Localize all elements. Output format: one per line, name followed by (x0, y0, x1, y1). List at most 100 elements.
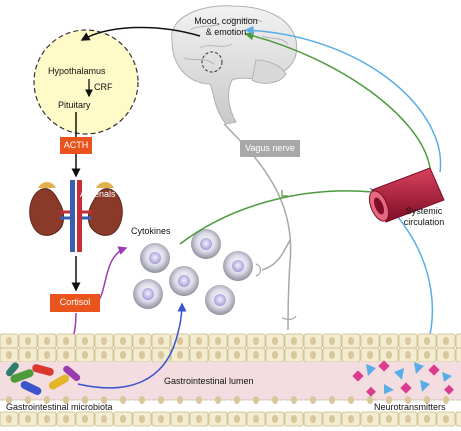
epithelial-cell-nucleus (291, 415, 297, 423)
brain-function-label: Mood, cognition & emotion (194, 16, 258, 37)
cortisol-box: Cortisol (50, 294, 100, 312)
epithelial-cell-nucleus (367, 337, 373, 345)
epithelial-cell-nucleus (310, 415, 316, 423)
intestinal-epithelium-bottom (0, 396, 461, 427)
epithelial-cell-nucleus (101, 415, 107, 423)
epithelial-cell-nucleus (101, 337, 107, 345)
epithelial-cell-nucleus (101, 396, 107, 405)
epithelial-cell-nucleus (44, 351, 50, 359)
epithelial-cell-nucleus (177, 351, 183, 359)
epithelial-cell-nucleus (272, 351, 278, 359)
vagus-nerve-box: Vagus nerve (240, 140, 300, 157)
epithelial-cell-nucleus (386, 351, 392, 359)
epithelial-cell-nucleus (443, 337, 449, 345)
epithelial-cell-nucleus (215, 337, 221, 345)
immune-cell (205, 285, 235, 315)
systemic-to-brain-blue-arrow (244, 25, 442, 173)
epithelial-cell-nucleus (158, 337, 164, 345)
epithelial-cell-nucleus (196, 415, 202, 423)
adrenals-kidneys-illustration (29, 180, 123, 252)
epithelial-cell-nucleus (158, 396, 164, 405)
epithelial-cell-nucleus (329, 415, 335, 423)
epithelial-cell-nucleus (424, 415, 430, 423)
epithelial-cell-nucleus (234, 396, 240, 405)
epithelial-cell (455, 333, 461, 349)
epithelial-cell-nucleus (158, 415, 164, 423)
epithelial-cell-nucleus (6, 415, 12, 423)
epithelial-cell-nucleus (139, 351, 145, 359)
acth-box: ACTH (60, 137, 92, 154)
neurotransmitter-molecules (352, 360, 454, 397)
epithelial-cell-nucleus (386, 396, 392, 405)
epithelial-cell-nucleus (367, 415, 373, 423)
epithelial-cell-nucleus (196, 396, 202, 405)
epithelial-cell-nucleus (253, 337, 259, 345)
epithelial-cell-nucleus (386, 337, 392, 345)
epithelial-cell-nucleus (44, 337, 50, 345)
epithelial-cell-nucleus (386, 415, 392, 423)
epithelial-cell-nucleus (120, 351, 126, 359)
epithelial-cell-nucleus (424, 351, 430, 359)
epithelial-cell-nucleus (215, 396, 221, 405)
hypothalamus-pituitary-circle (33, 29, 139, 135)
epithelial-cell-nucleus (63, 337, 69, 345)
epithelial-cell-nucleus (348, 396, 354, 405)
epithelial-cell-nucleus (6, 351, 12, 359)
hypothalamus-target-circle (201, 51, 223, 73)
epithelial-cell-nucleus (82, 351, 88, 359)
cytokine-cells (133, 229, 253, 315)
pituitary-label: Pituitary (58, 100, 91, 110)
epithelial-cell-nucleus (424, 337, 430, 345)
epithelial-cell-nucleus (44, 396, 50, 405)
epithelial-cell-nucleus (82, 415, 88, 423)
epithelial-cell-nucleus (443, 351, 449, 359)
brain-illustration (171, 5, 298, 125)
epithelial-cell-nucleus (63, 415, 69, 423)
epithelial-cell-nucleus (272, 337, 278, 345)
epithelial-cell-nucleus (405, 396, 411, 405)
epithelial-cell-nucleus (443, 415, 449, 423)
epithelial-cell-nucleus (25, 337, 31, 345)
epithelial-cell-nucleus (120, 415, 126, 423)
epithelial-cell (455, 347, 461, 363)
epithelial-cell-nucleus (82, 396, 88, 405)
immune-cell (140, 243, 170, 273)
intestinal-epithelium-top (0, 333, 461, 363)
epithelial-cell-nucleus (272, 396, 278, 405)
epithelial-cell-nucleus (329, 396, 335, 405)
blood-vessel-illustration (368, 167, 445, 223)
systemic-to-brain-green-arrow (244, 31, 431, 169)
brain-to-hypothalamus-arrow (80, 26, 201, 41)
gastrointestinal-microbiota-label: Gastrointestinal microbiota (6, 402, 113, 412)
epithelial-cell-nucleus (6, 396, 12, 405)
epithelial-cell-nucleus (443, 396, 449, 405)
epithelial-cell-nucleus (253, 415, 259, 423)
epithelial-cell-nucleus (44, 415, 50, 423)
adrenals-label: Adrenals (80, 189, 116, 199)
epithelial-cell-nucleus (82, 337, 88, 345)
epithelial-cell-nucleus (101, 351, 107, 359)
epithelial-cell-nucleus (25, 351, 31, 359)
cytokine-signal-path (179, 190, 373, 245)
epithelial-cell-nucleus (196, 337, 202, 345)
epithelial-cell-nucleus (139, 337, 145, 345)
immune-cell (223, 251, 253, 281)
epithelial-cell-nucleus (215, 415, 221, 423)
immune-cell (169, 266, 199, 296)
epithelial-cell-nucleus (405, 351, 411, 359)
vagus-nerve-branch (261, 239, 291, 271)
epithelial-cell-nucleus (253, 351, 259, 359)
neurotransmitters-label: Neurotransmitters (374, 402, 446, 412)
epithelial-cell-nucleus (215, 351, 221, 359)
epithelial-cell-nucleus (177, 337, 183, 345)
epithelial-cell-nucleus (253, 396, 259, 405)
immune-cell (133, 279, 163, 309)
epithelial-cell-nucleus (405, 337, 411, 345)
hypothalamus-label: Hypothalamus (48, 66, 106, 76)
epithelial-cell-nucleus (310, 351, 316, 359)
immune-cell (191, 229, 221, 259)
gastrointestinal-lumen-label: Gastrointestinal lumen (164, 376, 254, 386)
epithelial-cell-nucleus (272, 415, 278, 423)
microbiota-bacteria (5, 362, 81, 395)
